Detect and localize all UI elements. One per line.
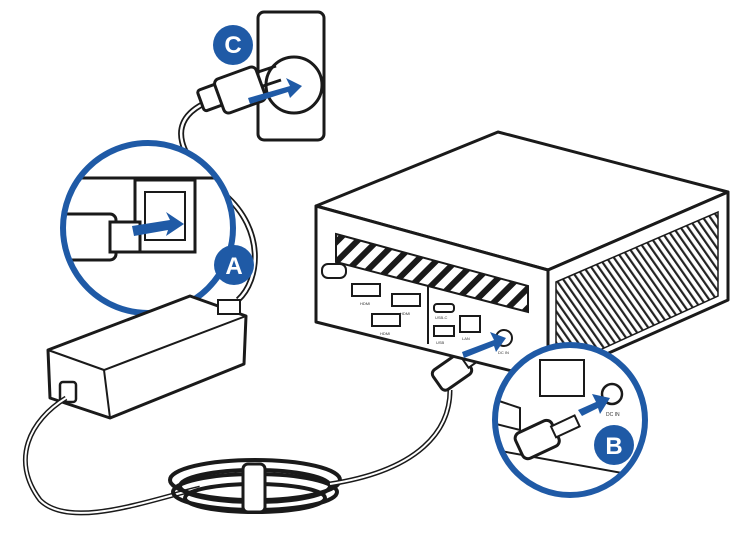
usb-a-label: USB bbox=[436, 340, 445, 345]
zoom-inset-a bbox=[60, 140, 236, 316]
arrow-c bbox=[248, 78, 302, 104]
zoom-inset-b: DC IN bbox=[492, 342, 648, 498]
dc-in-zoom-label: DC IN bbox=[606, 412, 620, 418]
usb-c-port bbox=[433, 303, 455, 313]
hdmi-3-label: HDMI bbox=[380, 331, 390, 336]
lan-label: LAN bbox=[462, 336, 470, 341]
hdmi-port-3 bbox=[371, 313, 401, 327]
power-adapter-icon bbox=[46, 294, 248, 420]
step-b-label: B bbox=[605, 433, 622, 460]
step-b-badge: B bbox=[594, 425, 634, 465]
usb-a-port bbox=[433, 325, 455, 337]
hdmi-port-1 bbox=[351, 283, 381, 297]
hdmi-1-label: HDMI bbox=[360, 301, 370, 306]
dc-in-label: DC IN bbox=[498, 350, 509, 355]
step-c-label: C bbox=[224, 32, 241, 59]
usb-c-label: USB-C bbox=[435, 315, 448, 320]
hdmi-port-2 bbox=[391, 293, 421, 307]
hdmi-2-label: HDMI bbox=[400, 311, 410, 316]
lan-port bbox=[459, 315, 481, 333]
dc-cable bbox=[22, 346, 485, 516]
mini-pc-icon: HDMI HDMI HDMI USB-C USB LAN DC IN bbox=[314, 130, 730, 382]
step-a-badge: A bbox=[214, 245, 254, 285]
wall-outlet-icon bbox=[256, 10, 326, 142]
step-c-badge: C bbox=[213, 25, 253, 65]
step-a-label: A bbox=[225, 253, 242, 280]
